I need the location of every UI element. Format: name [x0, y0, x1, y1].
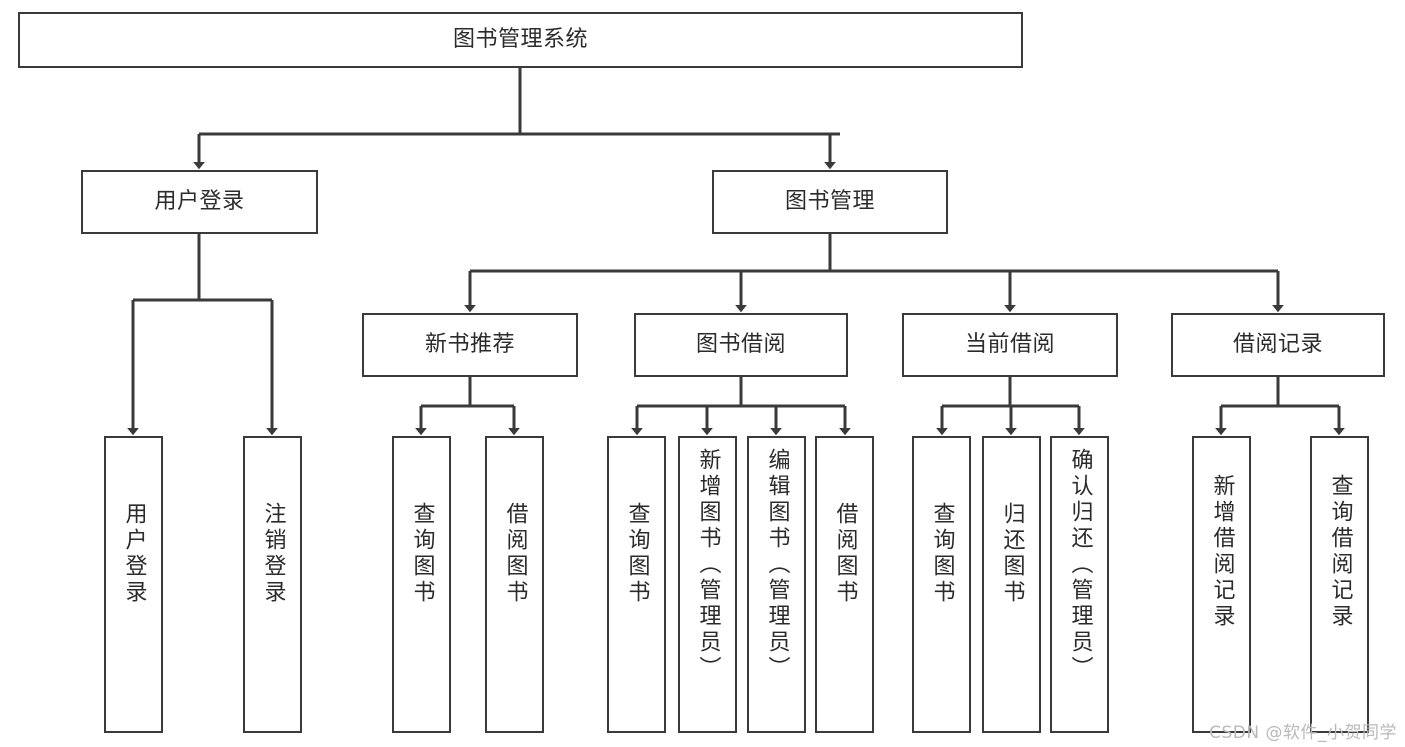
node-book-manage[interactable]: 图书管理: [712, 170, 948, 234]
node-book-borrow-label: 图书借阅: [695, 331, 786, 357]
node-leaf-edit-book[interactable]: 编辑图书（管理员）: [747, 436, 806, 733]
node-leaf-borrow-book-2[interactable]: 借阅图书: [815, 436, 874, 733]
node-leaf-borrow-book-2-label: 借阅图书: [832, 502, 858, 606]
node-leaf-add-book-label: 新增图书（管理员）: [695, 448, 721, 682]
node-leaf-borrow-book-1-label: 借阅图书: [502, 502, 528, 606]
node-leaf-add-record-label: 新增借阅记录: [1209, 474, 1235, 630]
node-leaf-confirm-return[interactable]: 确认归还（管理员）: [1050, 436, 1109, 733]
node-root-label: 图书管理系统: [452, 26, 588, 52]
node-user-login[interactable]: 用户登录: [81, 170, 318, 234]
node-leaf-logout-login-label: 注销登录: [260, 502, 286, 606]
node-leaf-add-book[interactable]: 新增图书（管理员）: [678, 436, 737, 733]
node-leaf-logout-login[interactable]: 注销登录: [243, 436, 302, 733]
watermark-label: CSDN @软件_小贺同学: [1209, 723, 1397, 743]
node-leaf-query-book-2-label: 查询图书: [624, 502, 650, 606]
node-leaf-user-login[interactable]: 用户登录: [104, 436, 163, 733]
node-leaf-return-book-label: 归还图书: [999, 502, 1025, 606]
node-borrow-record[interactable]: 借阅记录: [1171, 313, 1385, 377]
node-borrow-record-label: 借阅记录: [1232, 331, 1323, 357]
node-current-borrow[interactable]: 当前借阅: [902, 313, 1118, 377]
node-leaf-user-login-label: 用户登录: [121, 502, 147, 606]
node-user-login-label: 用户登录: [154, 188, 245, 214]
node-leaf-return-book[interactable]: 归还图书: [982, 436, 1041, 733]
node-leaf-query-book-1-label: 查询图书: [409, 502, 435, 606]
node-current-borrow-label: 当前借阅: [964, 331, 1055, 357]
node-leaf-confirm-return-label: 确认归还（管理员）: [1067, 448, 1093, 682]
node-root[interactable]: 图书管理系统: [18, 12, 1023, 68]
node-leaf-query-book-3[interactable]: 查询图书: [912, 436, 971, 733]
node-leaf-query-record[interactable]: 查询借阅记录: [1310, 436, 1369, 733]
node-leaf-borrow-book-1[interactable]: 借阅图书: [485, 436, 544, 733]
node-leaf-edit-book-label: 编辑图书（管理员）: [764, 448, 790, 682]
node-book-borrow[interactable]: 图书借阅: [634, 313, 848, 377]
node-leaf-query-record-label: 查询借阅记录: [1327, 474, 1353, 630]
node-leaf-add-record[interactable]: 新增借阅记录: [1192, 436, 1251, 733]
node-new-book-recommend-label: 新书推荐: [424, 331, 515, 357]
node-leaf-query-book-1[interactable]: 查询图书: [392, 436, 451, 733]
node-new-book-recommend[interactable]: 新书推荐: [362, 313, 578, 377]
node-leaf-query-book-3-label: 查询图书: [929, 502, 955, 606]
node-book-manage-label: 图书管理: [784, 188, 875, 214]
node-leaf-query-book-2[interactable]: 查询图书: [607, 436, 666, 733]
